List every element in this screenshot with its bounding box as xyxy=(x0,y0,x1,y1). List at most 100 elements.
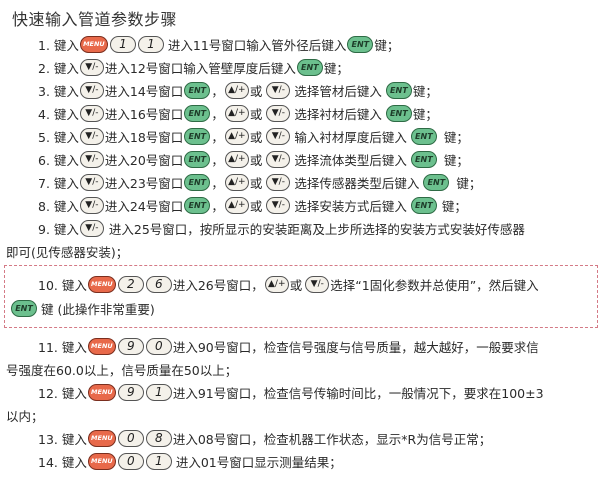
digit-key-icon: 1 xyxy=(145,452,172,470)
menu-key-icon: MENU xyxy=(87,383,116,401)
step-8: 8. 键入 ▼/- 进入24号窗口 ENT ， ▲/+ 或 ▼/- 选择安装方式… xyxy=(38,194,467,216)
digit-key-icon: 0 xyxy=(117,452,144,470)
step-text: 号强度在60.0以上，信号质量在50以上； xyxy=(6,362,238,378)
ent-key-icon: ENT xyxy=(296,58,323,76)
ent-key-icon: ENT xyxy=(184,150,211,168)
menu-key-icon: MENU xyxy=(87,452,116,470)
digit-key-icon: 0 xyxy=(145,337,172,355)
ent-key-icon: ENT xyxy=(184,196,211,214)
step-text: 进入24号窗口 xyxy=(104,198,184,214)
step-label: 13. 键入 xyxy=(38,431,87,447)
step-1: 1. 键入 MENU 1 1 进入11号窗口输入管外径后键入 ENT 键； xyxy=(38,33,399,55)
ent-key-icon: ENT xyxy=(184,104,211,122)
menu-key-icon: MENU xyxy=(79,35,108,53)
step-3: 3. 键入 ▼/- 进入14号窗口 ENT ， ▲/+ 或 ▼/- 选择管材后键… xyxy=(38,79,438,101)
step-text: 或 xyxy=(249,83,263,99)
step-text: 或 xyxy=(249,175,263,191)
step-text: ， xyxy=(211,198,224,214)
ent-key-icon: ENT xyxy=(184,127,211,145)
step-12-continued: 以内； xyxy=(6,404,44,426)
ent-key-icon: ENT xyxy=(410,196,437,214)
step-text: 键； xyxy=(323,60,349,76)
step-10: 10. 键入 MENU 2 6 进入26号窗口， ▲/+ 或 ▼/- 选择“1固… xyxy=(38,273,539,295)
step-12: 12. 键入 MENU 9 1 进入91号窗口，检查信号传输时间比，一般情况下，… xyxy=(38,381,544,403)
ent-key-icon: ENT xyxy=(347,35,374,53)
step-label: 6. 键入 xyxy=(38,152,79,168)
menu-key-icon: MENU xyxy=(87,275,116,293)
step-text: 选择流体类型后键入 xyxy=(294,152,407,168)
ent-key-icon: ENT xyxy=(385,104,412,122)
important-note-box xyxy=(4,265,598,328)
down-key-icon: ▼/- xyxy=(79,196,104,214)
down-key-icon: ▼/- xyxy=(79,219,104,237)
step-label: 7. 键入 xyxy=(38,175,79,191)
digit-key-icon: 9 xyxy=(117,383,144,401)
step-text: 或 xyxy=(249,129,263,145)
step-text: ， xyxy=(211,175,224,191)
step-label: 1. 键入 xyxy=(38,37,79,53)
step-11: 11. 键入 MENU 9 0 进入90号窗口，检查信号强度与信号质量，越大越好… xyxy=(38,335,539,357)
step-label: 10. 键入 xyxy=(38,277,87,293)
down-key-icon: ▼/- xyxy=(266,127,291,145)
step-9: 9. 键入 ▼/- 进入25号窗口，按所显示的安装距离及上步所选择的安装方式安装… xyxy=(38,217,525,239)
down-key-icon: ▼/- xyxy=(266,81,291,99)
ent-key-icon: ENT xyxy=(11,299,37,317)
step-6: 6. 键入 ▼/- 进入20号窗口 ENT ， ▲/+ 或 ▼/- 选择流体类型… xyxy=(38,148,469,170)
step-text: 进入08号窗口，检查机器工作状态，显示*R为信号正常； xyxy=(172,431,492,447)
up-key-icon: ▲/+ xyxy=(264,275,289,293)
ent-key-icon: ENT xyxy=(184,173,211,191)
down-key-icon: ▼/- xyxy=(266,196,291,214)
step-label: 8. 键入 xyxy=(38,198,79,214)
step-text: ， xyxy=(211,152,224,168)
step-10-continued: ENT 键 (此操作非常重要) xyxy=(10,297,155,319)
step-label: 9. 键入 xyxy=(38,221,79,237)
step-text: 键； xyxy=(456,175,482,191)
step-text: 进入14号窗口 xyxy=(104,83,184,99)
digit-key-icon: 0 xyxy=(117,429,144,447)
up-key-icon: ▲/+ xyxy=(224,150,249,168)
step-text: 进入20号窗口 xyxy=(104,152,184,168)
step-text: 键； xyxy=(412,106,438,122)
step-2: 2. 键入 ▼/- 进入12号窗口输入管壁厚度后键入 ENT 键； xyxy=(38,56,349,78)
step-text: 选择管材后键入 xyxy=(294,83,382,99)
step-text: 选择安装方式后键入 xyxy=(294,198,407,214)
up-key-icon: ▲/+ xyxy=(224,81,249,99)
step-text: 或 xyxy=(249,106,263,122)
down-key-icon: ▼/- xyxy=(79,127,104,145)
step-text: 键； xyxy=(374,37,400,53)
step-text: 进入01号窗口显示测量结果； xyxy=(175,454,342,470)
step-5: 5. 键入 ▼/- 进入18号窗口 ENT ， ▲/+ 或 ▼/- 输入衬材厚度… xyxy=(38,125,469,147)
step-text: ， xyxy=(211,129,224,145)
down-key-icon: ▼/- xyxy=(266,150,291,168)
down-key-icon: ▼/- xyxy=(266,173,291,191)
up-key-icon: ▲/+ xyxy=(224,104,249,122)
page-title: 快速输入管道参数步骤 xyxy=(12,10,178,29)
step-text: 进入18号窗口 xyxy=(104,129,184,145)
digit-key-icon: 6 xyxy=(145,275,172,293)
ent-key-icon: ENT xyxy=(410,150,437,168)
step-text: 或 xyxy=(249,152,263,168)
step-4: 4. 键入 ▼/- 进入16号窗口 ENT ， ▲/+ 或 ▼/- 选择衬材后键… xyxy=(38,102,438,124)
step-text: 选择传感器类型后键入 xyxy=(294,175,420,191)
digit-key-icon: 2 xyxy=(117,275,144,293)
ent-key-icon: ENT xyxy=(423,173,450,191)
step-text: 进入23号窗口 xyxy=(104,175,184,191)
step-14: 14. 键入 MENU 0 1 进入01号窗口显示测量结果； xyxy=(38,450,342,472)
step-label: 3. 键入 xyxy=(38,83,79,99)
up-key-icon: ▲/+ xyxy=(224,196,249,214)
step-label: 5. 键入 xyxy=(38,129,79,145)
digit-key-icon: 8 xyxy=(145,429,172,447)
ent-key-icon: ENT xyxy=(410,127,437,145)
step-text: 进入26号窗口， xyxy=(172,277,264,293)
step-label: 12. 键入 xyxy=(38,385,87,401)
step-text: 进入12号窗口输入管壁厚度后键入 xyxy=(104,60,296,76)
step-label: 2. 键入 xyxy=(38,60,79,76)
step-7: 7. 键入 ▼/- 进入23号窗口 ENT ， ▲/+ 或 ▼/- 选择传感器类… xyxy=(38,171,481,193)
step-label: 4. 键入 xyxy=(38,106,79,122)
menu-key-icon: MENU xyxy=(87,337,116,355)
step-11-continued: 号强度在60.0以上，信号质量在50以上； xyxy=(6,358,237,380)
digit-key-icon: 1 xyxy=(137,35,164,53)
step-label: 14. 键入 xyxy=(38,454,87,470)
down-key-icon: ▼/- xyxy=(79,104,104,122)
step-text: 选择“1固化参数并总使用”，然后键入 xyxy=(330,277,539,293)
